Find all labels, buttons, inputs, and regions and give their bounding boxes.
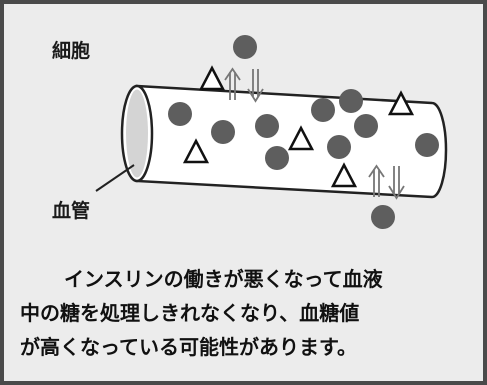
vessel-body — [135, 84, 448, 199]
vessel-label: 血管 — [52, 200, 91, 222]
cell-label: 細胞 — [52, 40, 91, 62]
vessel-pointer-line — [95, 164, 135, 192]
glucose-dot — [311, 98, 335, 122]
glucose-dot — [371, 205, 395, 229]
transport-arrows-top — [224, 67, 264, 103]
insulin-triangle — [387, 90, 415, 116]
glucose-dot — [168, 102, 192, 126]
glucose-dot — [415, 133, 439, 157]
vessel-opening-shade — [126, 89, 148, 178]
glucose-dot — [265, 146, 289, 170]
insulin-triangle — [330, 162, 358, 188]
insulin-triangle — [198, 65, 226, 91]
glucose-dot — [354, 114, 378, 138]
glucose-dot — [339, 89, 363, 113]
caption-line-2: 中の糖を処理しきれなくなり、血糖値 — [20, 301, 360, 325]
blood-vessel — [120, 84, 448, 199]
transport-arrows-bottom — [368, 164, 405, 200]
glucose-dot — [211, 120, 235, 144]
insulin-triangle — [287, 125, 315, 151]
glucose-dot — [255, 114, 279, 138]
glucose-dot — [327, 135, 351, 159]
caption-line-3: が高くなっている可能性があります。 — [20, 335, 357, 359]
explanation-text: インスリンの働きが悪くなって血液 中の糖を処理しきれなくなり、血糖値 が高くなっ… — [20, 262, 470, 364]
caption-line-1: インスリンの働きが悪くなって血液 — [64, 267, 383, 291]
glucose-dot — [233, 35, 257, 59]
insulin-triangle — [182, 138, 210, 164]
